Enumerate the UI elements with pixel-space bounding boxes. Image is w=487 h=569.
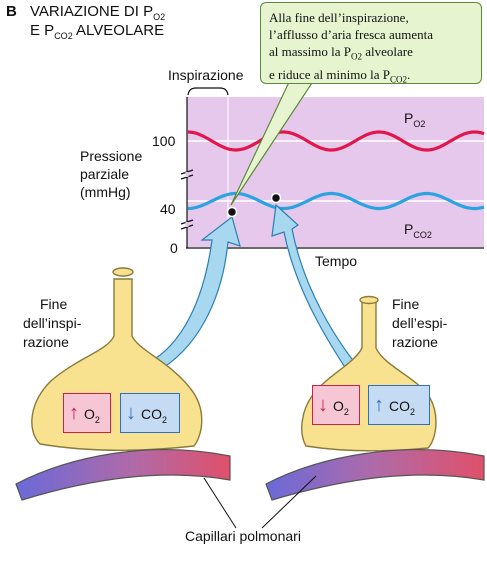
end-expiration-point xyxy=(270,192,282,204)
callout-line-3: al massimo la PO2 alveolare xyxy=(269,44,413,62)
left-lung-label-3: razione xyxy=(23,334,69,350)
right-co2-box: ↑ CO2 xyxy=(368,385,430,425)
right-co2-label: CO2 xyxy=(389,398,416,417)
header-line-2: E PCO2 ALVEOLARE xyxy=(30,22,165,41)
callout-line-4: e riduce al minimo la PCO2. xyxy=(269,66,411,85)
y-label-line-3: (mmHg) xyxy=(80,184,131,200)
o2-up-arrow-icon: ↑ xyxy=(69,402,79,424)
inspirazione-label: Inspirazione xyxy=(168,67,244,83)
inspiration-arrow xyxy=(147,215,241,373)
y-label-line-2: parziale xyxy=(80,166,130,182)
left-co2-box: ↓ CO2 xyxy=(120,393,180,433)
right-capillary xyxy=(265,449,485,501)
ytick-0: 0 xyxy=(170,240,178,256)
end-inspiration-point xyxy=(226,206,238,218)
x-label: Tempo xyxy=(315,253,358,269)
left-lung-label-1: Fine xyxy=(40,296,68,312)
left-lung-label-2: dell’inspi- xyxy=(23,315,82,331)
left-co2-label: CO2 xyxy=(141,406,168,425)
right-lung-trachea-top xyxy=(359,295,379,305)
chart-plot-area xyxy=(187,97,484,247)
inspirazione-bracket xyxy=(187,87,229,96)
ytick-40: 40 xyxy=(160,201,176,217)
po2-wave xyxy=(187,130,485,152)
callout-line-1: Alla fine dell’inspirazione, xyxy=(269,10,409,25)
co2-up-arrow-icon: ↑ xyxy=(374,394,384,416)
left-capillary xyxy=(15,449,231,501)
left-o2-box: ↑ O2 xyxy=(63,393,111,433)
right-lung-label-3: razione xyxy=(392,334,438,350)
left-o2-label: O2 xyxy=(84,406,100,425)
callout-line-2: l’afflusso d’aria fresca aumenta xyxy=(269,27,433,42)
y-label-line-1: Pressione xyxy=(80,148,143,164)
left-lung-trachea-top xyxy=(112,267,134,277)
right-lung-label-2: dell’espi- xyxy=(392,315,448,331)
right-o2-box: ↓ O2 xyxy=(312,385,360,425)
figure-letter: B xyxy=(6,3,17,20)
co2-down-arrow-icon: ↓ xyxy=(126,402,136,424)
expiration-arrow xyxy=(271,203,363,379)
capillari-label: Capillari polmonari xyxy=(185,528,301,544)
callout-box: Alla fine dell’inspirazione, l’afflusso … xyxy=(260,2,482,84)
capillari-leader-right xyxy=(261,475,317,529)
header-line-1: VARIAZIONE DI PO2 xyxy=(30,3,166,22)
right-o2-label: O2 xyxy=(333,398,349,417)
right-lung-label-1: Fine xyxy=(392,296,420,312)
o2-down-arrow-icon: ↓ xyxy=(318,394,328,416)
ytick-100: 100 xyxy=(152,133,176,149)
pco2-series-label: PCO2 xyxy=(404,221,432,240)
capillari-leader-left xyxy=(203,477,237,529)
po2-series-label: PO2 xyxy=(404,110,426,129)
